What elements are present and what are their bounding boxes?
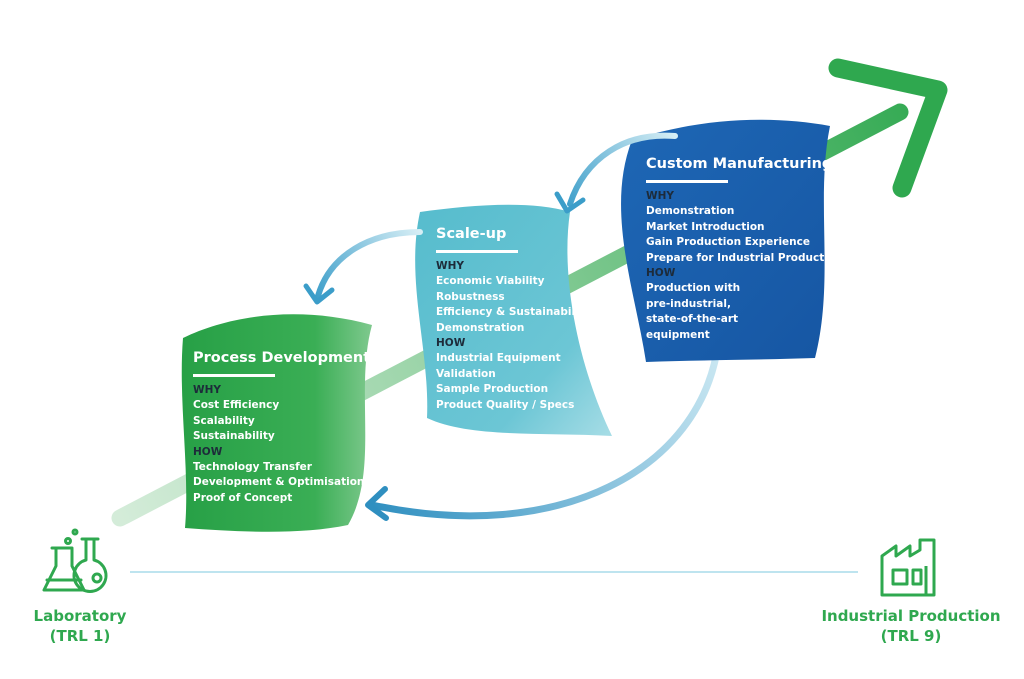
- process-development-why-item: Sustainability: [193, 430, 275, 443]
- arc-arrow-custom-head: [554, 191, 586, 214]
- factory-icon: [880, 538, 936, 597]
- scale-up-card: Scale-up WHY Economic Viability Robustne…: [436, 226, 596, 413]
- end-label-line1: Industrial Production: [821, 607, 1001, 625]
- arc-arrow-scaleup: [315, 229, 423, 299]
- custom-manufacturing-how-item: pre-industrial,: [646, 297, 731, 310]
- process-development-title-underline: [193, 374, 275, 377]
- process-development-how-label: HOW: [193, 445, 223, 458]
- custom-manufacturing-card: Custom Manufacturing WHY Demonstration M…: [646, 156, 843, 343]
- process-development-how-item: Technology Transfer: [193, 461, 312, 474]
- custom-manufacturing-how-item: state-of-the-art: [646, 313, 739, 326]
- custom-manufacturing-why-item: Market Introduction: [646, 220, 765, 233]
- process-development-why-label: WHY: [193, 384, 221, 396]
- progress-arrow-head: [828, 58, 948, 198]
- scale-up-title-underline: [436, 250, 518, 253]
- scale-up-title: Scale-up: [436, 226, 507, 242]
- custom-manufacturing-how-item: Production with: [646, 282, 741, 295]
- scale-up-why-item: Robustness: [436, 290, 505, 303]
- scale-up-how-item: Sample Production: [436, 383, 549, 396]
- process-development-how-item: Proof of Concept: [193, 491, 293, 504]
- scale-up-why-label: WHY: [436, 260, 464, 272]
- custom-manufacturing-how-label: HOW: [646, 267, 676, 280]
- custom-manufacturing-how-item: equipment: [646, 328, 710, 341]
- process-development-title: Process Development: [193, 350, 371, 366]
- custom-manufacturing-title-underline: [646, 180, 728, 183]
- start-label-line2: (TRL 1): [49, 627, 111, 645]
- arc-arrow-scaleup-head: [303, 283, 335, 305]
- end-label-line2: (TRL 9): [880, 627, 942, 645]
- loop-arrow-back: [368, 341, 722, 520]
- scale-up-leaf: [415, 204, 612, 436]
- custom-manufacturing-why-item: Prepare for Industrial Production: [646, 251, 843, 264]
- custom-manufacturing-why-item: Gain Production Experience: [646, 236, 811, 249]
- lab-flask-icon: [42, 528, 108, 593]
- loop-arrow-back-head: [365, 486, 389, 521]
- custom-manufacturing-title: Custom Manufacturing: [646, 156, 833, 172]
- process-development-why-item: Scalability: [193, 414, 255, 427]
- scale-up-how-item: Product Quality / Specs: [436, 398, 575, 411]
- arc-arrow-custom: [567, 132, 678, 207]
- end-label: Industrial Production (TRL 9): [808, 606, 1014, 646]
- process-development-card: Process Development WHY Cost Efficiency …: [193, 350, 371, 506]
- start-label: Laboratory (TRL 1): [20, 606, 140, 646]
- process-development-leaf: [181, 314, 372, 532]
- custom-manufacturing-why-item: Demonstration: [646, 205, 735, 218]
- scale-up-why-item: Economic Viability: [436, 275, 545, 288]
- scale-up-why-item: Efficiency & Sustainability: [436, 306, 591, 319]
- process-development-how-item: Development & Optimisation: [193, 476, 365, 489]
- custom-manufacturing-why-label: WHY: [646, 190, 674, 202]
- scale-up-how-item: Industrial Equipment: [436, 352, 561, 365]
- scale-up-how-label: HOW: [436, 337, 466, 350]
- start-label-line1: Laboratory: [33, 607, 127, 625]
- scale-up-how-item: Validation: [436, 367, 496, 380]
- process-development-why-item: Cost Efficiency: [193, 399, 280, 412]
- scale-up-why-item: Demonstration: [436, 321, 525, 334]
